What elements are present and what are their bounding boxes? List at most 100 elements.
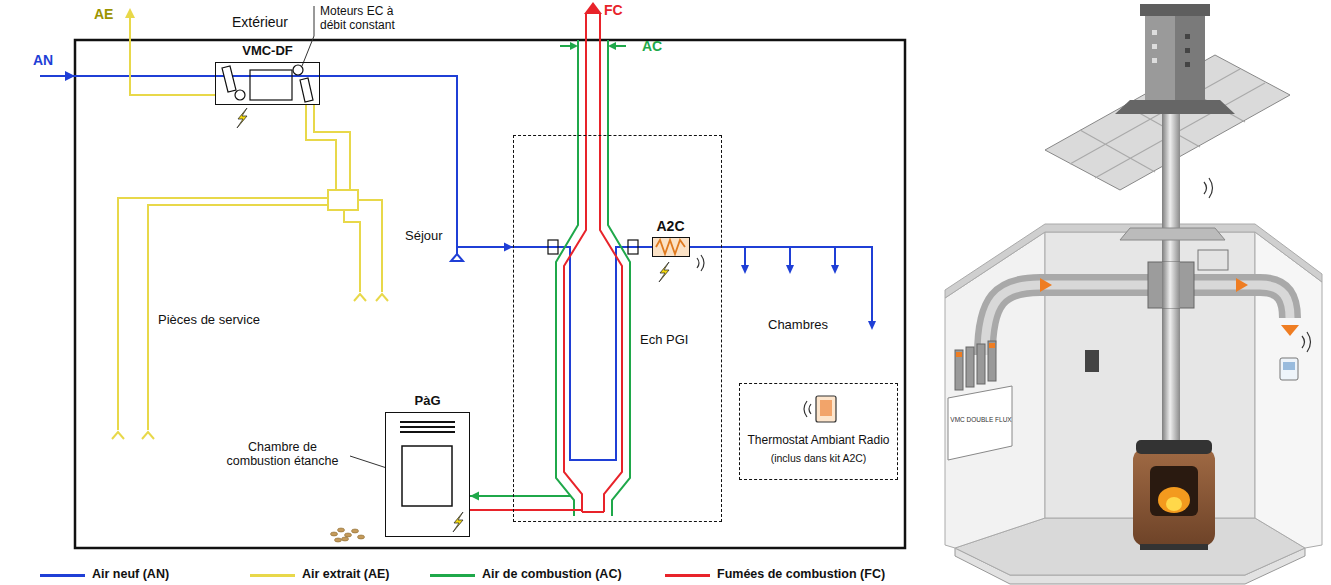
extract-air-duct <box>314 105 350 190</box>
flue-exchanger-column <box>608 40 630 516</box>
room-label: Séjour <box>405 229 443 244</box>
house-illustration <box>1145 14 1175 100</box>
power-symbol <box>453 512 463 532</box>
flue-exchanger-column <box>628 240 638 254</box>
extract-air-duct <box>148 205 328 430</box>
house-illustration <box>1145 14 1205 100</box>
extract-air-duct <box>354 294 366 301</box>
house-illustration <box>1148 262 1194 308</box>
thermostat-icon <box>809 404 811 414</box>
extract-air-duct <box>344 210 360 292</box>
fresh-air-duct <box>451 254 463 261</box>
heater-drawing <box>652 237 690 257</box>
extract-air-duct <box>112 8 388 439</box>
heater-drawing <box>697 258 699 268</box>
node-title: Thermostat Ambiant Radio <box>747 434 889 448</box>
ventilation-unit-drawing <box>215 62 320 105</box>
pellet-stove-drawing <box>331 412 471 542</box>
flue-exchanger-column <box>513 495 570 497</box>
flow-line <box>470 509 513 511</box>
legend-text: Air extrait (AE) <box>302 567 390 581</box>
house-illustration <box>1140 4 1210 16</box>
ventilation-unit-drawing <box>235 90 245 100</box>
fresh-air-duct <box>690 247 872 322</box>
house-illustration <box>1185 48 1190 53</box>
house-illustration <box>1140 544 1208 550</box>
pellet-stove-drawing <box>358 535 365 539</box>
power-symbol <box>237 108 247 128</box>
house-illustration <box>1192 285 1290 318</box>
ventilation-unit: VMC-DF <box>215 62 320 105</box>
house-illustration <box>985 285 1150 355</box>
heater-drawing <box>656 240 685 254</box>
flow-line <box>320 76 513 247</box>
heater-drawing <box>652 237 704 271</box>
pellet-stove-drawing <box>385 412 470 537</box>
house-illustration <box>989 343 995 348</box>
extract-air-duct <box>118 198 328 430</box>
house-illustration <box>1136 440 1212 454</box>
extract-air-duct <box>306 105 336 190</box>
flue-exchanger-column <box>548 240 558 254</box>
flue-exchanger-column <box>582 511 604 513</box>
fresh-air-duct <box>786 265 794 274</box>
house-illustration <box>1166 497 1182 511</box>
pellet-stove-drawing <box>338 528 345 532</box>
flue-exchanger-column <box>513 2 638 516</box>
house-illustration <box>1158 487 1190 513</box>
flue-exchanger-column <box>513 509 582 511</box>
flue-exchanger-column <box>584 2 602 14</box>
house-illustration <box>1236 278 1248 292</box>
node-title: VMC-DF <box>242 44 293 59</box>
room-label: Pièces de service <box>158 313 260 328</box>
thermostat-icon <box>804 401 807 417</box>
house-illustration <box>1185 34 1190 39</box>
pellet-stove: PàG <box>385 412 470 537</box>
house-illustration <box>1133 448 1215 546</box>
fresh-air-duct <box>789 247 791 266</box>
legend-swatch <box>40 574 85 577</box>
callout-leader <box>302 6 314 66</box>
flue-exchanger-column <box>600 14 622 512</box>
fresh-air-duct <box>831 265 839 274</box>
extract-air-duct <box>358 200 382 292</box>
fresh-air-duct <box>65 71 75 81</box>
thermostat-icon <box>804 396 836 422</box>
pellet-stove-drawing <box>335 538 342 542</box>
exchanger-group: Ech PGIA2C <box>513 135 722 522</box>
house-illustration <box>948 386 1012 460</box>
ventilation-unit-drawing <box>222 66 236 92</box>
house-illustration <box>1120 228 1225 240</box>
ventilation-unit-drawing <box>250 70 292 100</box>
node-note: (inclus dans kit A2C) <box>771 452 867 464</box>
flue-exchanger-column <box>608 42 616 50</box>
house-illustration <box>1115 100 1235 114</box>
house-illustration <box>1280 358 1298 380</box>
house-illustration <box>1040 278 1052 292</box>
node-title: PàG <box>414 394 440 409</box>
house-illustration <box>955 350 963 390</box>
house-illustration <box>1204 178 1213 198</box>
legend-text: Air de combustion (AC) <box>482 567 622 581</box>
ventilation-unit-drawing <box>215 62 320 105</box>
flue-exchanger-column <box>556 40 578 516</box>
house-illustration <box>1281 325 1299 336</box>
pellet-stove-drawing <box>400 422 455 432</box>
house-illustration <box>1302 332 1311 352</box>
house-illustration <box>956 352 962 357</box>
legend-swatch <box>430 574 475 577</box>
house-illustration <box>1150 466 1198 516</box>
flow-connector <box>470 510 513 511</box>
ventilation-unit-drawing <box>293 65 303 75</box>
house-illustration <box>1085 350 1099 372</box>
room-label: Chambres <box>768 318 828 333</box>
flow-code: FC <box>604 2 623 18</box>
flue-exchanger-column <box>564 14 586 512</box>
heater-box: A2C <box>652 237 690 257</box>
arrow-head <box>504 243 513 252</box>
flow-connector <box>320 76 513 252</box>
house-illustration <box>966 347 974 387</box>
house-illustration <box>1152 44 1157 49</box>
